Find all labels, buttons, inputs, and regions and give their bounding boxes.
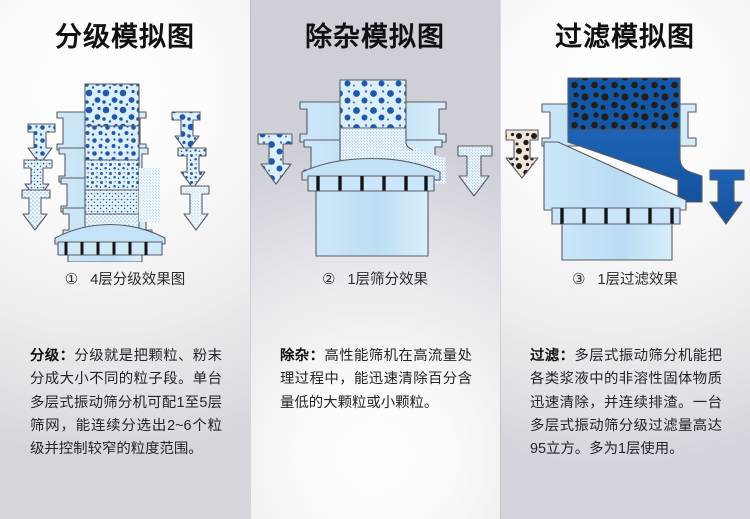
- caption-text-3: 1层过滤效果: [597, 272, 679, 288]
- discharge-stream-right: [139, 168, 160, 222]
- base-housing: [67, 254, 143, 262]
- fine-discharge-arrow-right: [457, 145, 493, 197]
- panel-title-grading: 分级模拟图: [55, 22, 195, 52]
- caption-grading: ① 4层分级效果图: [0, 272, 250, 288]
- blurb-label-impurity-removal: 除杂：: [280, 348, 325, 364]
- material-column-coarse: [84, 83, 140, 127]
- material-column-small: [84, 189, 140, 215]
- screen-mesh-deck: [301, 158, 441, 192]
- filter-screen-deck: [543, 141, 687, 225]
- filtrate-discharge-arrow-right: [709, 169, 745, 225]
- single-layer-filtration-diagram: [500, 72, 750, 262]
- blurb-body-grading: 分级就是把颗粒、粉末分成大小不同的粒子段。单台多层式振动筛分机可配1至5层筛网，…: [30, 348, 222, 458]
- four-layer-grading-diagram: [0, 72, 250, 262]
- blurb-label-grading: 分级：: [30, 348, 75, 364]
- outflow-arrow-right-2: [177, 147, 207, 189]
- caption-number-2: ②: [321, 271, 336, 288]
- feed-material-coarse: [339, 79, 407, 129]
- slurry-feed-block: [567, 77, 681, 131]
- panel-title-filtration: 过滤模拟图: [555, 22, 695, 52]
- blurb-label-filtration: 过滤：: [530, 348, 575, 364]
- caption-text-1: 4层分级效果图: [90, 272, 186, 288]
- base-housing: [561, 223, 673, 261]
- outflow-arrow-left-1: [27, 123, 56, 165]
- caption-filtration: ③ 1层过滤效果: [500, 272, 750, 288]
- panel-grading: 分级模拟图: [0, 0, 250, 519]
- residue-discharge-arrow-left: [505, 129, 539, 179]
- blurb-body-impurity-removal: 高性能筛机在高流量处理过程中，能迅速清除百分含量低的大颗粒或小颗粒。: [280, 348, 472, 411]
- material-column-large: [84, 125, 140, 161]
- caption-number-3: ③: [571, 271, 586, 288]
- outflow-arrow-right-3: [180, 185, 210, 231]
- caption-text-2: 1层筛分效果: [347, 272, 429, 288]
- blurb-impurity-removal: 除杂：高性能筛机在高流量处理过程中，能迅速清除百分含量低的大颗粒或小颗粒。: [250, 345, 500, 415]
- material-column-medium: [84, 159, 140, 191]
- panel-divider-right: [500, 0, 501, 519]
- blurb-filtration: 过滤：多层式振动筛分机能把各类浆液中的非溶性固体物质迅速清除，并连续排渣。一台多…: [500, 345, 750, 462]
- blurb-grading: 分级：分级就是把颗粒、粉末分成大小不同的粒子段。单台多层式振动筛分机可配1至5层…: [0, 345, 250, 462]
- single-layer-screening-diagram: [250, 72, 500, 262]
- panel-impurity-removal: 除杂模拟图: [250, 0, 500, 519]
- base-screen-deck: [54, 224, 166, 256]
- coarse-discharge-arrow-left: [257, 133, 293, 185]
- caption-impurity-removal: ② 1层筛分效果: [250, 272, 500, 288]
- blurb-body-filtration: 多层式振动筛分机能把各类浆液中的非溶性固体物质迅速清除，并连续排渣。一台多层式振…: [530, 348, 722, 458]
- outflow-arrow-right-1: [171, 111, 201, 153]
- base-housing: [315, 190, 429, 257]
- panel-filtration: 过滤模拟图: [500, 0, 750, 519]
- outflow-arrow-left-3: [21, 189, 51, 231]
- caption-number-1: ①: [64, 271, 79, 288]
- panel-title-impurity-removal: 除杂模拟图: [305, 22, 445, 52]
- panel-divider-left: [250, 0, 251, 519]
